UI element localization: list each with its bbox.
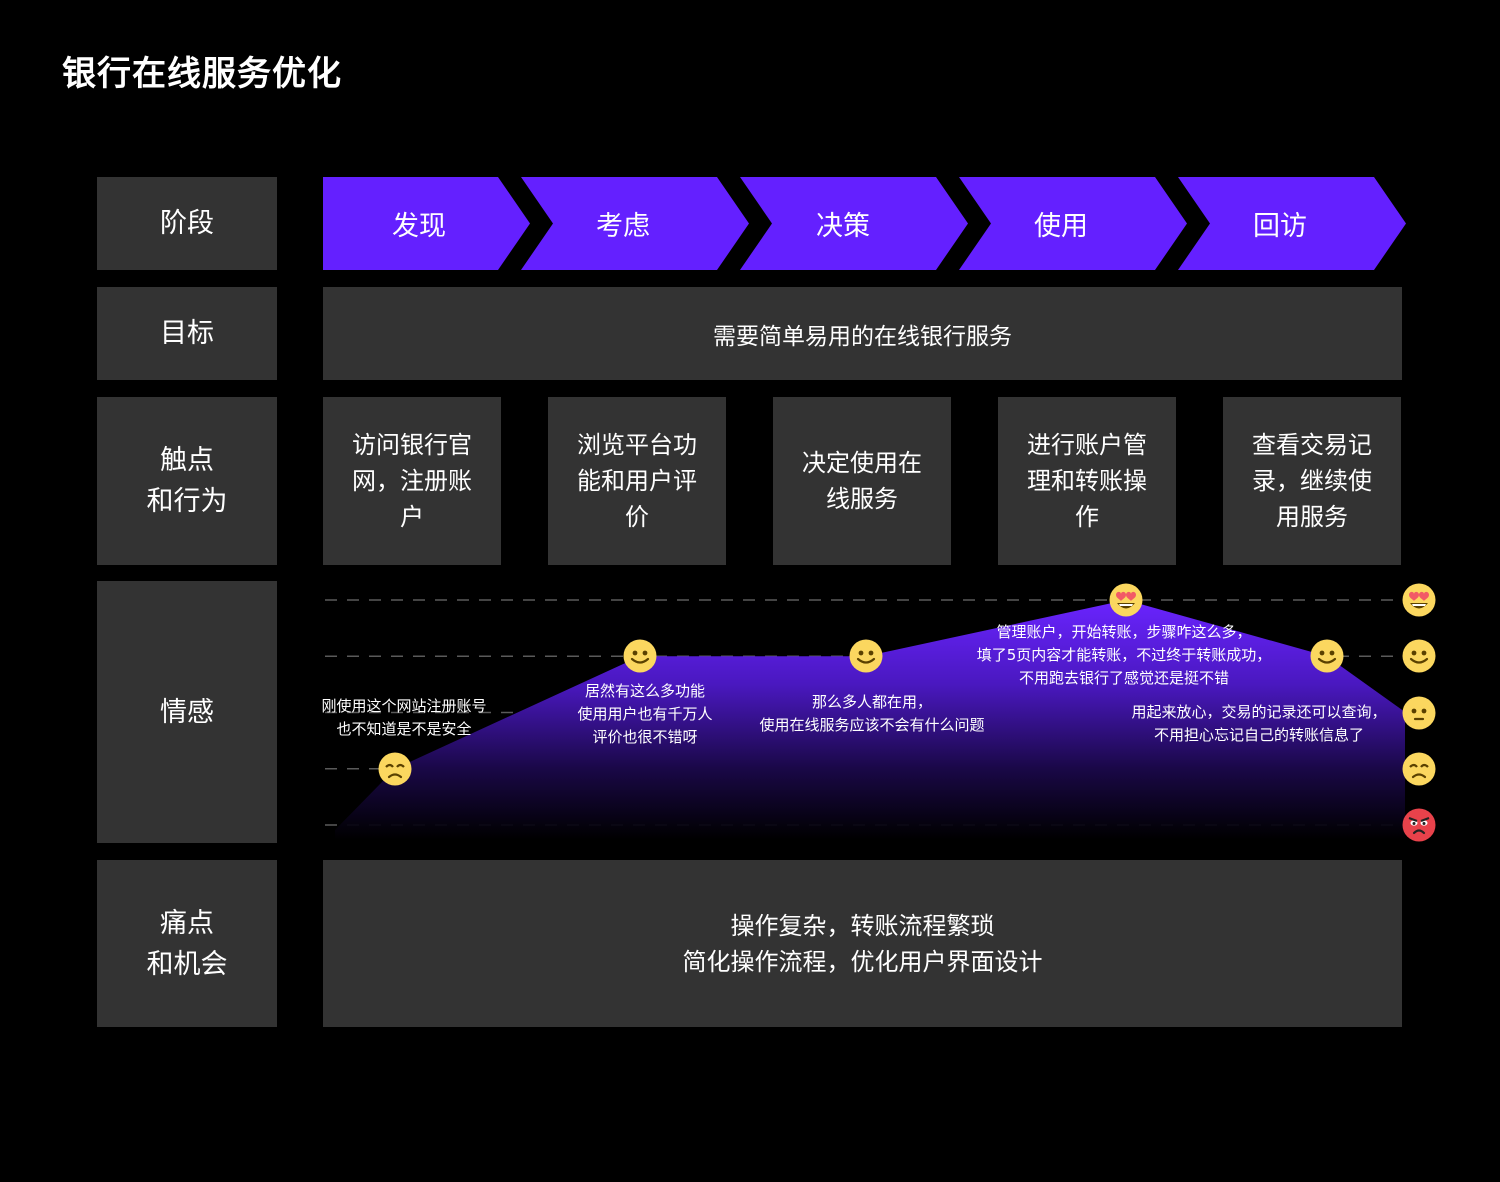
scale-smile-face-icon — [1402, 639, 1436, 673]
emotion-note-line: 也不知道是不是安全 — [336, 720, 472, 738]
touchpoint-2: 浏览平台功能和用户评价 — [548, 397, 726, 565]
emotion-note-line: 不用跑去银行了感觉还是挺不错 — [1018, 669, 1230, 687]
touchpoint-1: 访问银行官网，注册账户 — [323, 397, 501, 565]
page-title: 银行在线服务优化 — [62, 54, 342, 94]
emotion-note-line: 使用用户也有千万人 — [577, 705, 713, 723]
goal-text: 需要简单易用的在线银行服务 — [713, 323, 1012, 350]
touchpoint-5: 查看交易记录，继续使用服务 — [1223, 397, 1401, 565]
scale-angry-face-icon — [1402, 808, 1436, 842]
touchpoint-4: 进行账户管理和转账操作 — [998, 397, 1176, 565]
emotion-note-line: 评价也很不错呀 — [592, 728, 698, 746]
stage-decide: 决策 — [816, 211, 870, 242]
scale-neutral-face-icon — [1402, 696, 1436, 730]
smile-face-icon — [849, 639, 883, 673]
row-label-goal: 目标 — [97, 287, 277, 380]
smile-face-icon — [623, 639, 657, 673]
emotion-note-3: 那么多人都在用， 使用在线服务应该不会有什么问题 — [759, 691, 984, 737]
stage-discover: 发现 — [392, 211, 446, 242]
smile-face-icon — [1310, 639, 1344, 673]
stage-use: 使用 — [1034, 211, 1088, 242]
row-label-touchpoints: 触点 和行为 — [97, 397, 277, 565]
pain-box: 操作复杂，转账流程繁琐 简化操作流程，优化用户界面设计 — [323, 860, 1402, 1027]
emotion-note-line: 那么多人都在用， — [811, 693, 933, 711]
emotion-note-line: 管理账户，开始转账，步骤咋这么多， — [996, 623, 1252, 641]
emotion-note-5: 用起来放心，交易的记录还可以查询， 不用担心忘记自己的转账信息了 — [1131, 701, 1386, 747]
heart-eyes-face-icon — [1109, 583, 1143, 617]
emotion-note-2: 居然有这么多功能使用用户也有千万人评价也很不错呀 — [577, 680, 712, 749]
pain-line-2: 简化操作流程，优化用户界面设计 — [682, 947, 1043, 976]
stage-consider: 考虑 — [596, 211, 650, 242]
emotion-note-4: 管理账户，开始转账，步骤咋这么多， 填了5页内容才能转账，不过终于转账成功， 不用跑… — [977, 621, 1272, 690]
stage-revisit: 回访 — [1253, 211, 1307, 242]
emotion-note-line: 使用在线服务应该不会有什么问题 — [759, 716, 985, 734]
pain-line-1: 操作复杂，转账流程繁琐 — [730, 911, 995, 940]
row-label-emotion: 情感 — [97, 581, 277, 843]
scale-sad-face-icon — [1402, 752, 1436, 786]
touchpoint-3: 决定使用在线服务 — [773, 397, 951, 565]
emotion-note-line: 不用担心忘记自己的转账信息了 — [1153, 726, 1365, 744]
row-label-stage: 阶段 — [97, 177, 277, 270]
emotion-note-line: 填了5页内容才能转账，不过终于转账成功， — [976, 646, 1272, 664]
emotion-note-line: 用起来放心，交易的记录还可以查询， — [1131, 703, 1387, 721]
emotion-note-1: 刚使用这个网站注册账号也不知道是不是安全 — [321, 695, 486, 741]
scale-heart-eyes-face-icon — [1402, 583, 1436, 617]
emotion-note-line: 居然有这么多功能 — [584, 682, 706, 700]
row-label-pain: 痛点 和机会 — [97, 860, 277, 1027]
goal-box: 需要简单易用的在线银行服务 — [323, 287, 1402, 380]
emotion-note-line: 刚使用这个网站注册账号 — [321, 697, 487, 715]
sad-face-icon — [378, 752, 412, 786]
